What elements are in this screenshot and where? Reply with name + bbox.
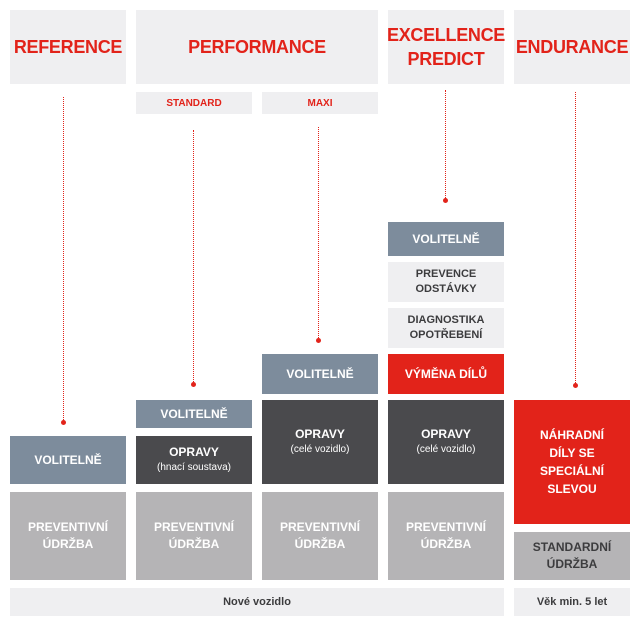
maxi-repairs: OPRAVY (celé vozidlo) [262,400,378,484]
maxi-optional: VOLITELNĚ [262,354,378,394]
header-excellence-predict: EXCELLENCE PREDICT [387,10,505,84]
connector-dot-maxi [316,338,321,343]
subheader-standard: STANDARD [136,92,252,114]
connector-dot-standard [191,382,196,387]
maxi-repairs-scope: (celé vozidlo) [290,444,350,455]
standard-repairs-title: OPRAVY [169,445,219,459]
standard-preventive-maintenance: PREVENTIVNÍ ÚDRŽBA [136,492,252,580]
excellence-preventive-maintenance: PREVENTIVNÍ ÚDRŽBA [388,492,504,580]
maxi-repairs-title: OPRAVY [295,427,345,441]
excellence-repairs-title: OPRAVY [421,427,471,441]
reference-optional: VOLITELNĚ [10,436,126,484]
excellence-part-replacement: VÝMĚNA DÍLŮ [388,354,504,394]
standard-repairs-scope: (hnací soustava) [157,462,231,473]
header-performance: PERFORMANCE [136,10,378,84]
excellence-downtime-prevention: PREVENCE ODSTÁVKY [388,262,504,302]
footer-new-vehicle: Nové vozidlo [10,588,504,616]
subheader-maxi: MAXI [262,92,378,114]
connector-line-endurance [575,92,576,385]
connector-line-maxi [318,127,319,340]
reference-preventive-maintenance: PREVENTIVNÍ ÚDRŽBA [10,492,126,580]
standard-optional: VOLITELNĚ [136,400,252,428]
excellence-repairs-scope: (celé vozidlo) [416,444,476,455]
connector-dot-reference [61,420,66,425]
excellence-wear-diagnostics: DIAGNOSTIKA OPOTŘEBENÍ [388,308,504,348]
header-endurance: ENDURANCE [514,10,630,84]
excellence-repairs: OPRAVY (celé vozidlo) [388,400,504,484]
endurance-standard-maintenance: STANDARDNÍ ÚDRŽBA [514,532,630,580]
excellence-optional: VOLITELNĚ [388,222,504,256]
connector-line-reference [63,97,64,422]
connector-line-standard [193,130,194,384]
header-reference: REFERENCE [10,10,126,84]
standard-repairs: OPRAVY (hnací soustava) [136,436,252,484]
connector-dot-endurance [573,383,578,388]
maxi-preventive-maintenance: PREVENTIVNÍ ÚDRŽBA [262,492,378,580]
connector-line-excellence [445,90,446,200]
connector-dot-excellence [443,198,448,203]
endurance-spare-parts-discount: NÁHRADNÍ DÍLY SE SPECIÁLNÍ SLEVOU [514,400,630,524]
footer-min-age: Věk min. 5 let [514,588,630,616]
